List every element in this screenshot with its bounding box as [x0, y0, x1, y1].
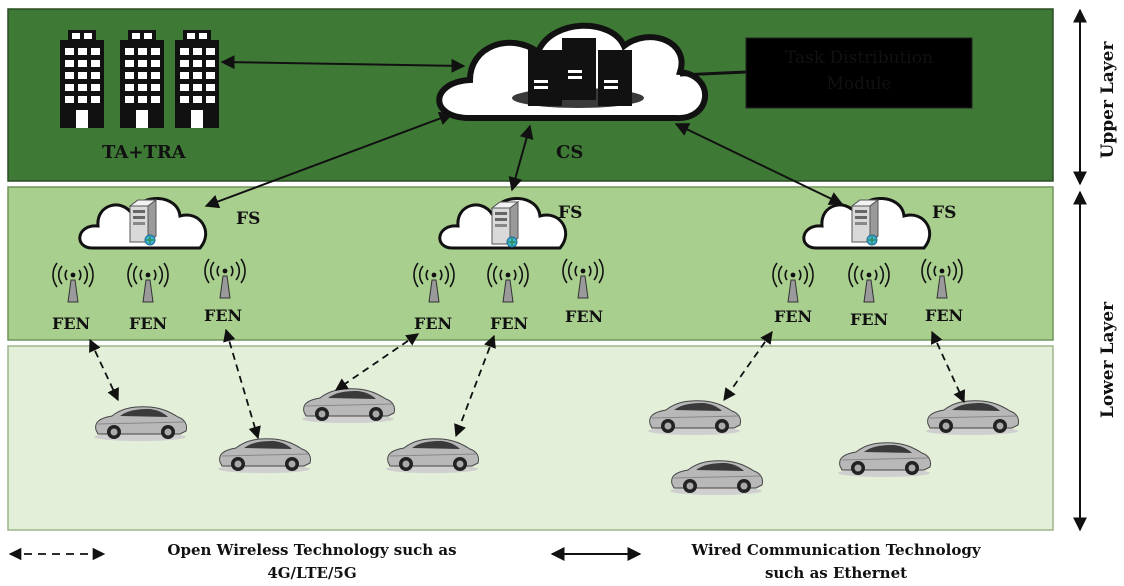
legend-wired-line2: such as Ethernet: [765, 564, 907, 582]
fen-label: FEN: [52, 314, 90, 333]
ta-tra-label: TA+TRA: [102, 142, 187, 163]
legend-wireless-line2: 4G/LTE/5G: [267, 564, 356, 582]
cs-label: CS: [556, 142, 583, 163]
task-module-line2: Module: [827, 74, 892, 94]
task-module-line1: Task Distribution: [785, 48, 933, 68]
fen-label: FEN: [490, 314, 528, 333]
legend-wireless-line1: Open Wireless Technology such as: [167, 541, 456, 559]
legend-wired-line1: Wired Communication Technology: [690, 541, 981, 559]
fen-label: FEN: [925, 306, 963, 325]
fen-label: FEN: [414, 314, 452, 333]
upper-layer-label: Upper Layer: [1098, 41, 1118, 159]
fs-label-2: FS: [558, 203, 582, 223]
wired-link-cs-fs3: [674, 123, 844, 205]
central-server-icon: [512, 38, 644, 108]
fen-label: FEN: [850, 310, 888, 329]
ta-tra-buildings-icon: [60, 30, 219, 128]
wireless-links: [89, 328, 966, 440]
lower-layer-label: Lower Layer: [1098, 301, 1118, 418]
fs-label-3: FS: [932, 203, 956, 223]
wired-link-cs-fs1: [204, 111, 454, 209]
fen-label: FEN: [129, 314, 167, 333]
wired-link-cs-fs2: [508, 124, 534, 192]
task-distribution-module-box: [745, 37, 973, 109]
fs-label-1: FS: [236, 209, 260, 229]
fen-label: FEN: [774, 307, 812, 326]
fen-label: FEN: [565, 307, 603, 326]
fen-label: FEN: [204, 306, 242, 325]
wired-link-ta-cs: [220, 55, 466, 73]
